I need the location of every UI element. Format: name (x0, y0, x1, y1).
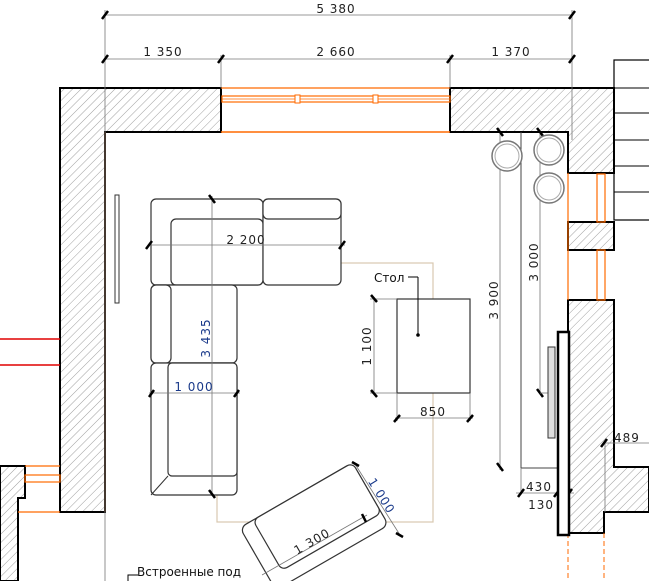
sofa-dimensions (145, 194, 346, 499)
left-pier-dimension: 1 350 (143, 45, 182, 59)
tv (547, 346, 556, 439)
table-length-dimension: 1 100 (360, 326, 374, 365)
wall-offset-dimension: 489 (614, 431, 640, 445)
cabinet-depth-dimension: 430 (526, 480, 552, 494)
sofa-depth-dimension: 1 000 (174, 380, 213, 394)
table-dimensions (370, 294, 474, 423)
bottom-left-wall (0, 465, 26, 581)
overall-width-dimension: 5 380 (316, 2, 355, 16)
right-window (567, 173, 606, 301)
armchair-dimensions (261, 460, 404, 576)
radiator-lines (0, 338, 60, 366)
stool-inner (536, 137, 562, 163)
window-dimension: 2 660 (316, 45, 355, 59)
built-in-label: Встроенные под (137, 565, 241, 579)
table-label: Стол (374, 271, 404, 285)
cabinet-short-dimension: 3 000 (527, 242, 541, 281)
wall-offset-dimension-line (600, 438, 649, 512)
table-label-leader (408, 276, 420, 337)
corner-sofa (150, 198, 342, 496)
right-wall (567, 299, 649, 534)
stool-inner (536, 175, 562, 201)
cabinet-long-dimension: 3 900 (487, 280, 501, 319)
right-pier-dimension: 1 370 (491, 45, 530, 59)
stool-inner (494, 143, 520, 169)
right-wall-pier (567, 221, 615, 251)
stool (533, 134, 565, 166)
stool (533, 172, 565, 204)
wall-panel (114, 194, 120, 304)
armchair (241, 464, 387, 581)
table-width-dimension: 850 (420, 405, 446, 419)
top-right-wall (449, 87, 615, 174)
stool (491, 140, 523, 172)
table (396, 298, 471, 394)
top-dimensions (101, 10, 576, 581)
sofa-length-dimension: 3 435 (199, 318, 213, 357)
top-window (221, 87, 451, 133)
fireplace-panel (556, 330, 571, 537)
sofa-width-dimension: 2 200 (226, 233, 265, 247)
stairs (613, 59, 649, 221)
fireplace-depth-dimension: 130 (528, 498, 554, 512)
label-bracket (127, 574, 138, 581)
